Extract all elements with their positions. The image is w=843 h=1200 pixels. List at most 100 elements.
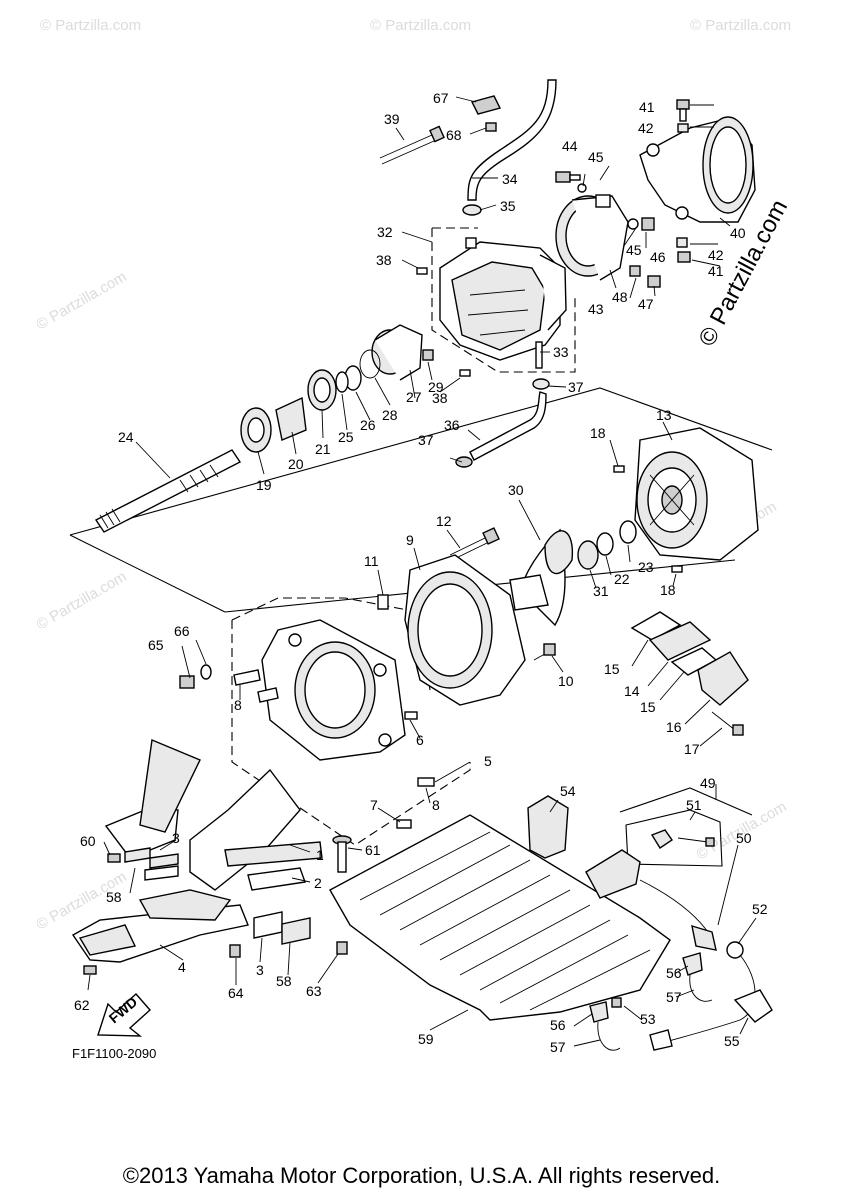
callout-66: 66 [174, 623, 190, 639]
callout-19: 19 [256, 477, 272, 493]
stud-part [404, 711, 418, 720]
callout-24: 24 [118, 429, 134, 445]
seal-part [335, 371, 349, 393]
callout-41: 41 [708, 263, 724, 279]
callout-20: 20 [288, 456, 304, 472]
callout-27: 27 [406, 389, 422, 405]
watermark-text: © Partzilla.com [40, 17, 141, 34]
callout-63: 63 [306, 983, 322, 999]
callout-59: 59 [418, 1031, 434, 1047]
callout-1: 1 [316, 847, 324, 863]
duct-plate-part [261, 619, 406, 761]
callout-26: 26 [360, 417, 376, 433]
impeller-part [509, 528, 574, 627]
leader-lines [87, 96, 757, 1047]
diagram-code: F1F1100-2090 [72, 1046, 157, 1061]
callout-44: 44 [562, 138, 578, 154]
callout-36: 36 [444, 417, 460, 433]
callout-18: 18 [660, 582, 676, 598]
watermark-text: © Partzilla.com [370, 17, 471, 34]
callout-10: 10 [558, 673, 574, 689]
callout-34: 34 [502, 171, 518, 187]
callout-labels: 67 68 39 34 35 32 38 33 37 38 29 27 28 2… [74, 90, 768, 1055]
callout-33: 33 [553, 344, 569, 360]
callout-37: 37 [418, 432, 434, 448]
sensor-cable-part [589, 879, 773, 1051]
callout-3: 3 [172, 830, 180, 846]
long-bolt-part [332, 835, 352, 873]
nozzle-small-bolts [555, 171, 661, 288]
bolt-part [107, 853, 121, 863]
callout-25: 25 [338, 429, 354, 445]
callout-30: 30 [508, 482, 524, 498]
steering-nozzle-part [639, 116, 756, 223]
callout-39: 39 [384, 111, 400, 127]
nozzle-ring-part [555, 194, 629, 281]
callout-38: 38 [376, 252, 392, 268]
stud-part [257, 687, 279, 703]
callout-60: 60 [80, 833, 96, 849]
callout-31: 31 [593, 583, 609, 599]
nozzle-bolts [676, 99, 691, 263]
callout-3: 3 [256, 962, 264, 978]
seal-ring [596, 532, 614, 556]
cap-and-oring [359, 324, 434, 381]
callout-18: 18 [590, 425, 606, 441]
block-part [253, 911, 283, 939]
clamp-screw [485, 122, 497, 132]
callout-38: 38 [432, 390, 448, 406]
callout-32: 32 [377, 224, 393, 240]
callout-16: 16 [666, 719, 682, 735]
spacer-ring [577, 540, 599, 570]
callout-9: 9 [406, 532, 414, 548]
callout-28: 28 [382, 407, 398, 423]
sleeve-part [275, 396, 307, 441]
intake-grate-part [329, 814, 671, 1021]
dowel-pin [613, 465, 625, 473]
hose-clamp [470, 95, 502, 115]
callout-7: 7 [370, 797, 378, 813]
stud-part [417, 777, 435, 787]
dowel-pin [671, 565, 683, 573]
callout-62: 62 [74, 997, 90, 1013]
callout-53: 53 [640, 1011, 656, 1027]
callout-15: 15 [640, 699, 656, 715]
bearing-21 [307, 369, 337, 411]
callout-15: 15 [604, 661, 620, 677]
callout-64: 64 [228, 985, 244, 1001]
callout-49: 49 [700, 775, 716, 791]
hose-clamp [455, 456, 473, 468]
fwd-arrow-icon: FWD [97, 993, 151, 1037]
hose-clamp [532, 378, 550, 390]
nozzle-housing-part [439, 241, 567, 361]
dowel-pin [459, 369, 471, 377]
callout-23: 23 [638, 559, 654, 575]
callout-41: 41 [639, 99, 655, 115]
watermark-text: © Partzilla.com [34, 268, 130, 333]
callout-4: 4 [178, 959, 186, 975]
callout-21: 21 [315, 441, 331, 457]
callout-56: 56 [666, 965, 682, 981]
callout-37: 37 [568, 379, 584, 395]
callout-65: 65 [148, 637, 164, 653]
nut-part [179, 675, 195, 689]
callout-56: 56 [550, 1017, 566, 1033]
hull-plate-part [71, 889, 249, 963]
cooling-hose-upper [467, 79, 557, 201]
nozzle-group-box [431, 227, 576, 373]
bracket-part [527, 795, 569, 859]
washer-part [200, 664, 212, 680]
callout-17: 17 [684, 741, 700, 757]
watermark-text: © Partzilla.com [690, 17, 791, 34]
keel-block-parts [104, 739, 323, 891]
callout-35: 35 [500, 198, 516, 214]
callout-46: 46 [650, 249, 666, 265]
drain-stud [535, 341, 543, 369]
callout-57: 57 [666, 989, 682, 1005]
callout-42: 42 [708, 247, 724, 263]
callout-5: 5 [484, 753, 492, 769]
callout-14: 14 [624, 683, 640, 699]
hose-clamp-lower [462, 204, 482, 216]
seal-ring [619, 520, 637, 544]
